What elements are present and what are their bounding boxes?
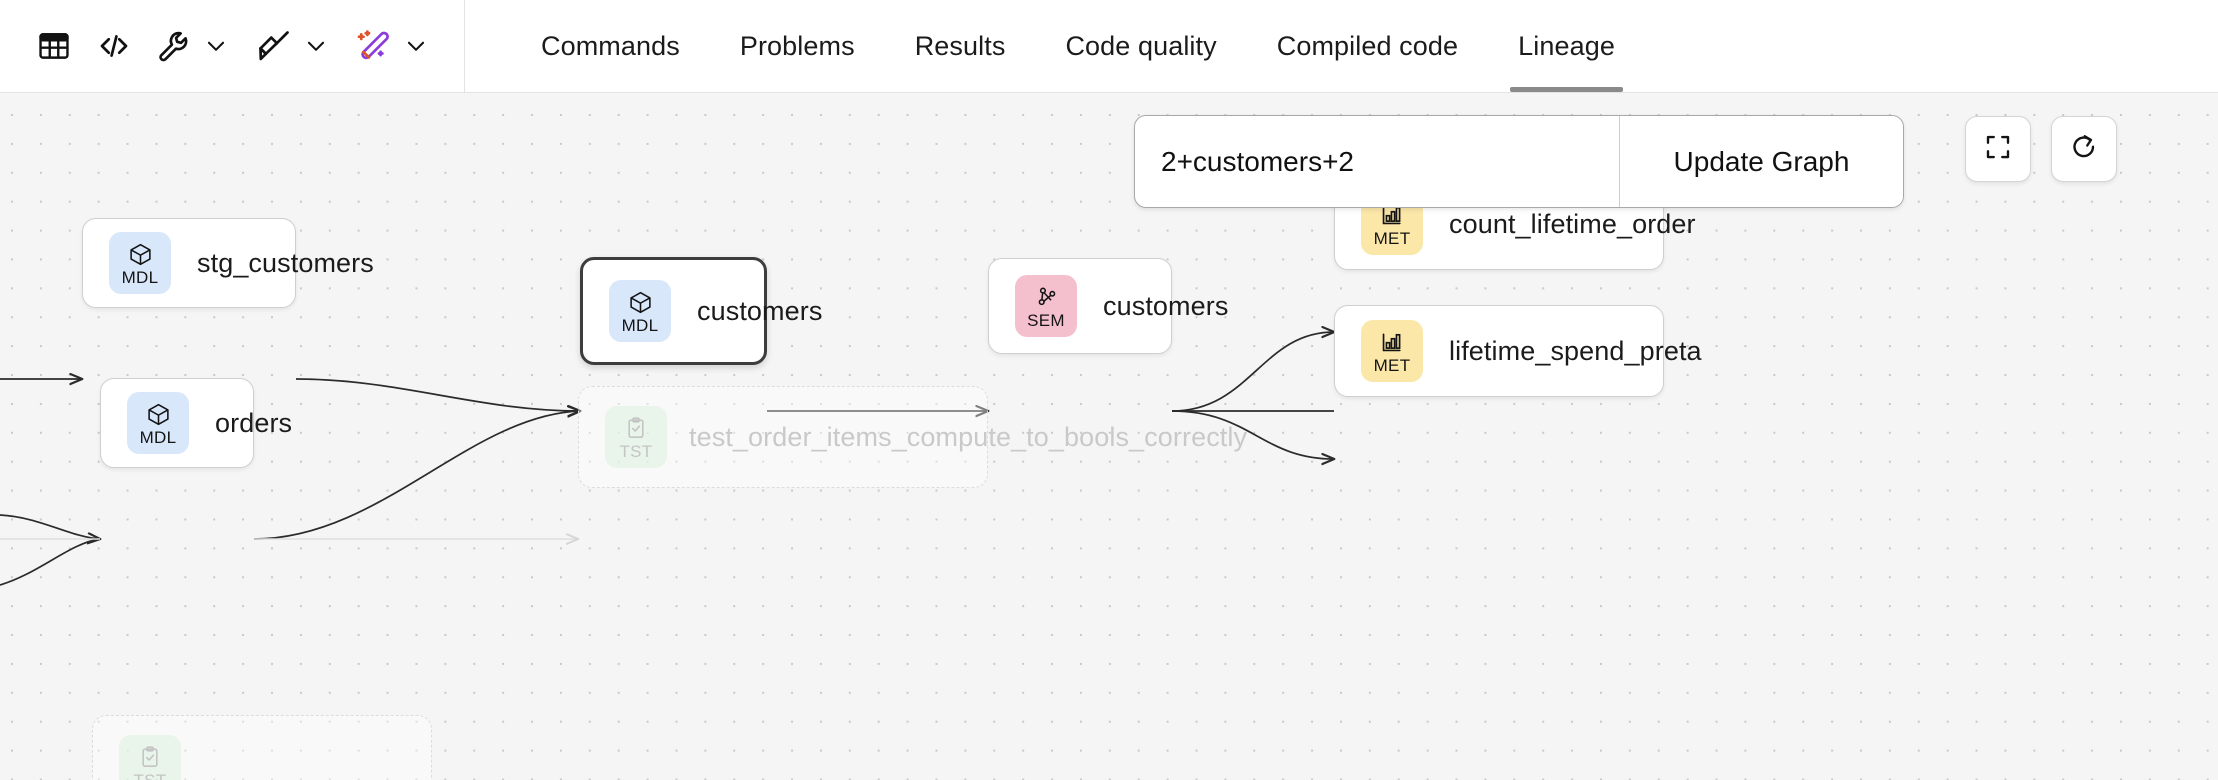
broom-chevron-down-icon[interactable] (296, 18, 336, 74)
node-type-code: TST (619, 442, 653, 461)
edge (0, 538, 101, 586)
graph-node-lifetime-spend-pretax[interactable]: MET lifetime_spend_preta (1334, 305, 1702, 397)
table-view-icon[interactable] (26, 18, 82, 74)
graph-node-test-order-items[interactable]: TST test_order_items_compute_to_bools_co… (578, 386, 1247, 488)
fit-screen-icon (1983, 132, 2013, 167)
node-type-badge-sem: SEM (1015, 275, 1077, 337)
wrench-icon[interactable] (146, 18, 202, 74)
node-type-badge-mdl: MDL (127, 392, 189, 454)
node-type-code: MET (1373, 229, 1411, 248)
wrench-tool-pair (146, 18, 242, 74)
refresh-icon (2069, 132, 2099, 167)
node-label: orders (215, 407, 293, 438)
graph-node-customers-mdl[interactable]: MDL customers (580, 257, 822, 365)
node-type-badge-mdl: MDL (609, 280, 671, 342)
panel-tabs: Commands Problems Results Code quality C… (465, 0, 1645, 92)
lineage-edges (0, 93, 2218, 586)
update-graph-label: Update Graph (1673, 145, 1850, 177)
bar-chart-icon (1380, 328, 1405, 356)
network-icon (1034, 283, 1059, 311)
edge (1171, 410, 1334, 459)
canvas-controls (1965, 116, 2117, 182)
tab-commands[interactable]: Commands (511, 0, 710, 92)
tab-code-quality[interactable]: Code quality (1035, 0, 1246, 92)
node-type-code: MDL (139, 428, 177, 447)
node-label: customers (697, 295, 823, 326)
editor-tool-group (0, 0, 465, 92)
edge (0, 514, 100, 539)
refresh-graph-button[interactable] (2051, 116, 2117, 182)
clipboard-check-icon (624, 414, 648, 442)
graph-node-stg-customers[interactable]: MDL stg_customers (82, 218, 374, 308)
node-type-code: MDL (621, 316, 659, 335)
tab-label: Code quality (1065, 30, 1217, 61)
node-type-badge-tst: TST (605, 406, 667, 468)
node-type-code: TST (133, 772, 166, 780)
tab-label: Lineage (1518, 30, 1615, 61)
tab-label: Problems (739, 30, 855, 61)
node-label: customers (1103, 290, 1229, 321)
node-label: lifetime_spend_preta (1449, 335, 1702, 366)
node-type-code: SEM (1027, 311, 1065, 330)
top-toolbar: Commands Problems Results Code quality C… (0, 0, 2218, 93)
node-type-badge-met: MET (1361, 320, 1423, 382)
tab-label: Compiled code (1276, 30, 1459, 61)
node-type-code: MDL (121, 268, 159, 287)
fit-view-button[interactable] (1965, 116, 2031, 182)
node-label: test_order_items_compute_to_bools_correc… (689, 421, 1248, 452)
node-label: stg_customers (197, 247, 374, 278)
edge (295, 378, 580, 411)
ai-wand-pair (346, 18, 442, 74)
update-graph-button[interactable]: Update Graph (1619, 116, 1903, 207)
tab-problems[interactable]: Problems (710, 0, 885, 92)
broom-icon[interactable] (246, 18, 302, 74)
tab-compiled-code[interactable]: Compiled code (1247, 0, 1488, 92)
cube-icon (146, 400, 171, 428)
node-type-badge-tst: TST (119, 735, 181, 780)
cube-icon (128, 240, 153, 268)
ai-wand-chevron-down-icon[interactable] (396, 18, 436, 74)
node-type-code: MET (1373, 356, 1411, 375)
edge (1171, 332, 1334, 412)
tab-lineage[interactable]: Lineage (1488, 0, 1645, 92)
cube-icon (628, 288, 653, 316)
edge (253, 411, 580, 540)
graph-selector-input[interactable] (1135, 116, 1619, 207)
node-type-badge-mdl: MDL (109, 232, 171, 294)
graph-node-test-partial[interactable]: TST (92, 715, 432, 780)
magic-wand-icon[interactable] (346, 18, 402, 74)
tab-results[interactable]: Results (885, 0, 1036, 92)
lineage-canvas[interactable]: MDL stg_customers MDL orders MDL (0, 93, 2218, 780)
broom-tool-pair (246, 18, 342, 74)
node-label: count_lifetime_order (1449, 208, 1696, 239)
wrench-chevron-down-icon[interactable] (196, 18, 236, 74)
clipboard-check-icon (138, 743, 162, 771)
tab-label: Results (914, 30, 1006, 61)
graph-search-bar: Update Graph (1134, 115, 1904, 208)
code-view-icon[interactable] (86, 18, 142, 74)
graph-node-customers-sem[interactable]: SEM customers (988, 258, 1228, 354)
tab-label: Commands (541, 30, 680, 61)
graph-node-orders[interactable]: MDL orders (100, 378, 292, 468)
